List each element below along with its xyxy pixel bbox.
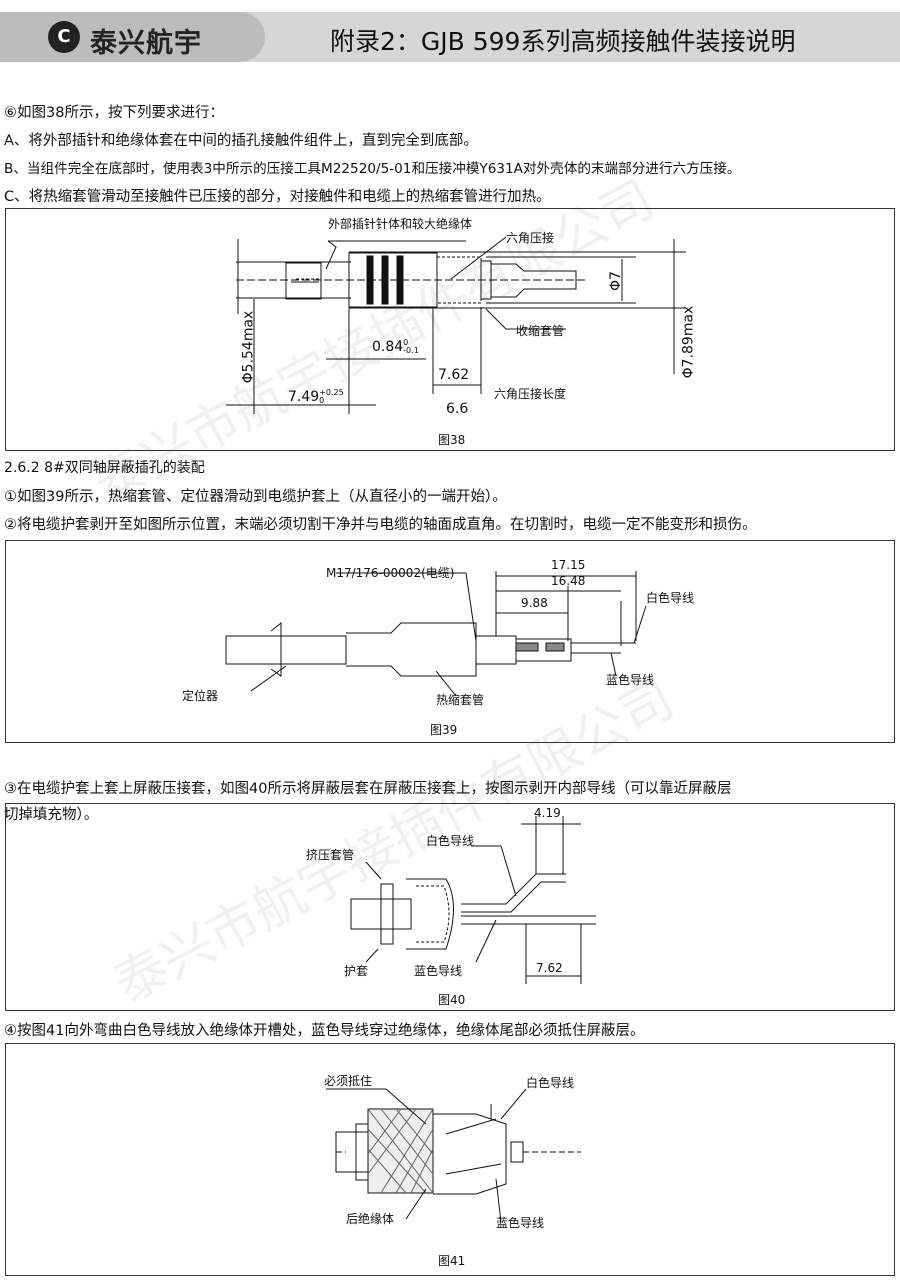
logo-icon: C (48, 21, 80, 53)
label-white-wire: 白色导线 (526, 1076, 575, 1090)
label-rear-insulator: 后绝缘体 (346, 1212, 395, 1226)
label-blue-wire: 蓝色导线 (496, 1216, 545, 1230)
figure-41-drawing (326, 1088, 581, 1223)
label-hex-crimp: 六角压接 (506, 231, 555, 245)
label-cable: M17/176-00002(电缆) (326, 566, 455, 580)
figure-40: 4.19 白色导线 挤压套管 护套 蓝色导线 7.62 图40 (5, 803, 895, 1011)
step-c: C、将热缩套管滑动至接触件已压接的部分，对接触件和电缆上的热缩套管进行加热。 (4, 189, 551, 205)
brand-name: 泰兴航宇 (90, 28, 202, 59)
dim-9-88: 9.88 (521, 596, 548, 610)
figure-38-drawing (226, 236, 686, 414)
step-b: B、当组件完全在底部时，使用表3中所示的压接工具M22520/5-01和压接冲模… (4, 161, 741, 177)
label-sheath: 护套 (344, 964, 369, 978)
dim-0-84: 0.840-0.1 (372, 338, 419, 356)
label-crimp-sleeve: 挤压套管 (306, 848, 355, 862)
dim-6-6: 6.6 (446, 401, 469, 417)
figure-38: 外部插针针体和较大绝缘体 六角压接 收缩套管 六角压接长度 Φ5.54max Φ… (5, 208, 895, 451)
dim-17-15: 17.15 (551, 558, 586, 572)
dim-5-54: Φ5.54max (240, 310, 257, 384)
label-white-wire: 白色导线 (426, 834, 475, 848)
label-blue-wire: 蓝色导线 (606, 673, 655, 687)
section-heading: 2.6.2 8#双同轴屏蔽插孔的装配 (4, 460, 205, 476)
dim-value: 7.49 (288, 389, 320, 405)
figure-caption: 图38 (438, 433, 466, 447)
dim-7-89: Φ7.89max (680, 305, 697, 379)
step-a: A、将外部插针和绝缘体套在中间的插孔接触件组件上，直到完全到底部。 (4, 133, 478, 149)
label-blue-wire: 蓝色导线 (414, 964, 463, 978)
step-intro: ⑥如图38所示，按下列要求进行： (4, 105, 224, 121)
figure-caption: 图40 (438, 993, 466, 1007)
figure-caption: 图41 (438, 1254, 466, 1268)
figure-39: M17/176-00002(电缆) 17.15 16.48 9.88 白色导线 … (5, 540, 895, 743)
label-must-butt: 必须抵住 (324, 1074, 373, 1088)
step-1: ①如图39所示，热缩套管、定位器滑动到电缆护套上（从直径小的一端开始）。 (4, 489, 507, 505)
dim-7: Φ7 (607, 271, 624, 291)
dim-7-62: 7.62 (536, 961, 563, 975)
dim-16-48: 16.48 (551, 574, 586, 588)
tol-upper: 0 (403, 338, 409, 347)
dim-value: 0.84 (372, 339, 404, 355)
dim-7-62: 7.62 (438, 367, 470, 383)
page-title: 附录2：GJB 599系列高频接触件装接说明 (330, 27, 796, 56)
step-4: ④按图41向外弯曲白色导线放入绝缘体开槽处，蓝色导线穿过绝缘体，绝缘体尾部必须抵… (4, 1023, 645, 1039)
tol-lower: 0 (319, 396, 325, 405)
label-shrink-tube: 热缩套管 (436, 693, 485, 707)
step-2: ②将电缆护套剥开至如图所示位置，末端必须切割干净并与电缆的轴面成直角。在切割时，… (4, 517, 757, 533)
dim-4-19: 4.19 (534, 806, 561, 820)
label-shrink-sleeve: 收缩套管 (516, 324, 565, 338)
label-white-wire: 白色导线 (646, 591, 695, 605)
tol-upper: +0.25 (319, 388, 344, 397)
label-hex-length: 六角压接长度 (494, 387, 567, 401)
tol-lower: -0.1 (403, 346, 419, 355)
figure-40-drawing (350, 816, 596, 984)
label-outer-pin: 外部插针针体和较大绝缘体 (328, 217, 473, 231)
step-3-line-1: ③在电缆护套上套上屏蔽压接套，如图40所示将屏蔽层套在屏蔽压接套上，按图示剥开内… (4, 781, 732, 797)
step-3-line-2: 切掉填充物）。 (4, 807, 99, 823)
figure-41: 必须抵住 白色导线 后绝缘体 蓝色导线 图41 (5, 1043, 895, 1276)
figure-39-drawing (225, 571, 647, 697)
label-locator: 定位器 (182, 689, 219, 703)
figure-caption: 图39 (430, 723, 458, 737)
logo-area: C 泰兴航宇 (0, 12, 265, 62)
page-header: C 泰兴航宇 附录2：GJB 599系列高频接触件装接说明 (0, 12, 900, 62)
